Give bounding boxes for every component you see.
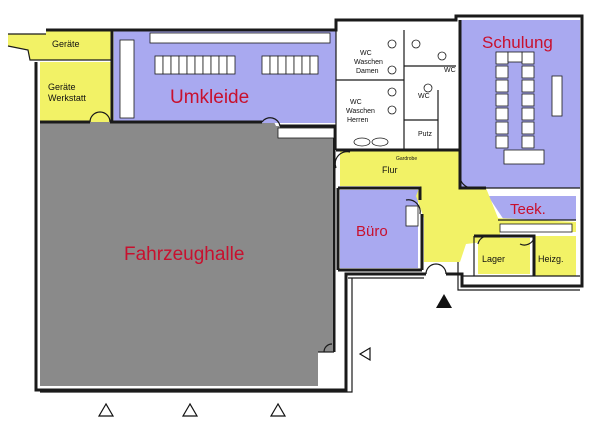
sanitary-fixtures <box>277 39 573 233</box>
geraete-werkstatt-label-1: Geräte <box>48 82 76 92</box>
wc-right-label: WC <box>444 67 456 74</box>
wc-damen-label-1: WC <box>360 50 372 57</box>
umkleide-label: Umkleide <box>170 87 249 108</box>
wc-small-label: WC <box>418 93 430 100</box>
buero-label: Büro <box>356 223 388 240</box>
training-tables <box>495 51 563 165</box>
triangle-gate-icon <box>97 402 115 417</box>
garderobe-label: Gardrobe <box>396 156 417 162</box>
putz-label: Putz <box>418 131 433 138</box>
flur-area <box>340 150 576 262</box>
schulung-label: Schulung <box>482 33 553 52</box>
wc-damen-label-2: Waschen <box>354 59 383 66</box>
wc-herren-label-1: WC <box>350 99 362 106</box>
triangle-entrance-icon <box>436 294 452 308</box>
walls <box>7 14 584 393</box>
teek-label: Teek. <box>510 201 546 218</box>
umkleide-area <box>114 31 336 123</box>
wc-damen-label-3: Damen <box>356 68 379 75</box>
locker-benches <box>119 32 331 119</box>
office-desk <box>405 205 419 227</box>
buero-area <box>340 190 418 268</box>
fahrzeughalle-area <box>40 110 332 386</box>
fahrzeughalle-label: Fahrzeughalle <box>124 244 244 265</box>
flur-label: Flur <box>382 165 398 175</box>
geraete-top-area <box>8 30 112 60</box>
geraete-werkstatt-area <box>40 62 112 122</box>
geraete-top-label: Geräte <box>52 39 80 49</box>
lager-label: Lager <box>482 254 505 264</box>
wc-herren-label-2: Waschen <box>346 108 375 115</box>
teek-area <box>488 196 576 220</box>
heizg-area <box>534 236 576 276</box>
triangle-gate-icon <box>269 402 287 417</box>
wc-herren-label-3: Herren <box>347 117 369 124</box>
heizg-label: Heizg. <box>538 254 564 264</box>
triangle-side-icon <box>358 346 371 362</box>
triangle-gate-icon <box>181 402 199 417</box>
geraete-werkstatt-label-2: Werkstatt <box>48 93 86 103</box>
